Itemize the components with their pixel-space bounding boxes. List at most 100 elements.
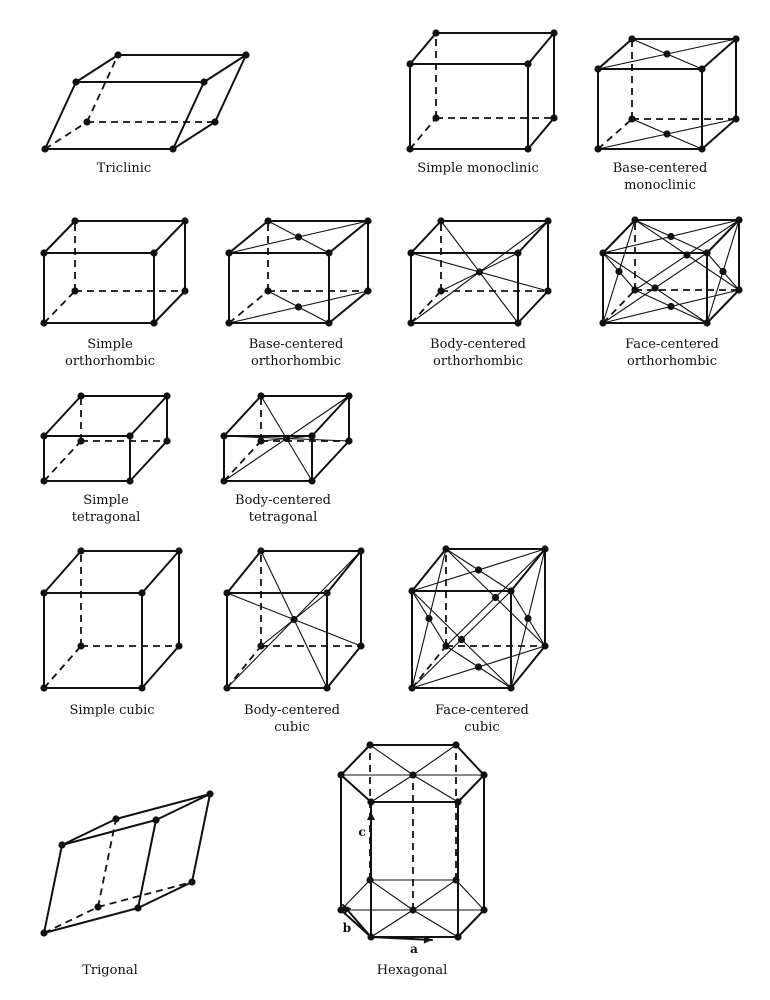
- lattice-label: cubic: [274, 720, 309, 735]
- lattice-point: [71, 287, 78, 294]
- edge-line: [154, 291, 185, 323]
- lattice-trigonal: Trigonal: [40, 790, 213, 978]
- axis-label-a: a: [410, 942, 418, 956]
- edge-line: [410, 33, 436, 64]
- lattice-point: [651, 284, 658, 291]
- lattice-point: [175, 547, 182, 554]
- lattice-point: [206, 790, 213, 797]
- lattice-point: [409, 771, 416, 778]
- lattice-point: [77, 642, 84, 649]
- lattice-point: [58, 841, 65, 848]
- lattice-point: [432, 114, 439, 121]
- edge-line: [192, 794, 210, 882]
- lattice-point: [114, 51, 121, 58]
- edge-line: [518, 291, 548, 323]
- lattice-point: [175, 642, 182, 649]
- lattice-point: [337, 771, 344, 778]
- lattice-point: [40, 589, 47, 596]
- lattice-label: Simple: [87, 337, 133, 352]
- lattice-label: Body-centered: [244, 703, 340, 718]
- lattice-point: [77, 547, 84, 554]
- lattice-point: [458, 636, 465, 643]
- lattice-label: tetragonal: [72, 510, 141, 525]
- lattice-point: [40, 432, 47, 439]
- lattice-point: [524, 60, 531, 67]
- edge-line: [76, 55, 118, 82]
- hidden-edge: [44, 646, 81, 688]
- arrowhead-icon: [367, 812, 375, 820]
- lattice-label: orthorhombic: [433, 354, 523, 369]
- lattice-point: [40, 477, 47, 484]
- lattice-point: [283, 435, 290, 442]
- lattice-point: [425, 615, 432, 622]
- lattice-point: [152, 816, 159, 823]
- lattice-point: [663, 50, 670, 57]
- back-edge: [341, 880, 370, 910]
- hexagonal-axes: abc: [343, 812, 432, 956]
- lattice-point: [683, 251, 690, 258]
- lattice-point: [367, 798, 374, 805]
- edge-line: [528, 118, 554, 149]
- lattice-label: Trigonal: [82, 963, 137, 978]
- center-spoke: [413, 880, 456, 910]
- center-spoke: [413, 775, 458, 802]
- lattice-point: [138, 589, 145, 596]
- lattice-point: [475, 566, 482, 573]
- lattice-point: [72, 78, 79, 85]
- lattice-point: [295, 303, 302, 310]
- center-spoke: [370, 745, 413, 775]
- lattice-point: [211, 118, 218, 125]
- lattice-label: Simple monoclinic: [417, 161, 538, 176]
- edge-line: [116, 794, 210, 819]
- lattice-point: [138, 684, 145, 691]
- lattice-label: Triclinic: [97, 161, 151, 176]
- face-diagonal: [598, 134, 667, 149]
- lattice-label: Base-centered: [249, 337, 344, 352]
- lattice-face-centered-cubic: Face-centeredcubic: [408, 545, 548, 735]
- face-diagonal: [299, 307, 330, 323]
- lattice-triclinic: Triclinic: [41, 51, 249, 176]
- edge-line: [312, 441, 349, 481]
- lattice-point: [452, 741, 459, 748]
- edge-line: [142, 646, 179, 688]
- lattice-point: [524, 615, 531, 622]
- edge-line: [62, 820, 156, 845]
- hidden-edge: [411, 291, 441, 323]
- hidden-edge: [227, 646, 261, 688]
- lattice-body-centered-orthorhombic: Body-centeredorthorhombic: [407, 217, 551, 369]
- lattice-point: [242, 51, 249, 58]
- lattice-point: [40, 684, 47, 691]
- lattice-simple-monoclinic: Simple monoclinic: [406, 29, 557, 176]
- lattice-point: [40, 249, 47, 256]
- lattice-point: [550, 29, 557, 36]
- lattice-label: Body-centered: [235, 493, 331, 508]
- lattice-point: [150, 319, 157, 326]
- lattice-point: [480, 906, 487, 913]
- edge-line: [327, 646, 361, 688]
- edge-line: [44, 221, 75, 253]
- lattice-point: [406, 60, 413, 67]
- edge-line: [312, 396, 349, 436]
- face-diagonal: [667, 39, 736, 54]
- edge-line: [44, 908, 138, 933]
- edge-line: [528, 33, 554, 64]
- face-diagonal: [268, 221, 299, 237]
- lattice-simple-cubic: Simple cubic: [40, 547, 182, 718]
- edge-line: [227, 551, 261, 593]
- lattice-point: [452, 876, 459, 883]
- lattice-label: monoclinic: [624, 178, 696, 193]
- center-spoke: [370, 880, 413, 910]
- lattice-point: [550, 114, 557, 121]
- lattice-label: Simple cubic: [69, 703, 154, 718]
- hidden-edge: [598, 119, 632, 149]
- lattice-point: [94, 903, 101, 910]
- edge-line: [44, 551, 81, 593]
- lattice-point: [406, 145, 413, 152]
- lattice-point: [337, 906, 344, 913]
- lattice-label: Face-centered: [625, 337, 719, 352]
- lattice-point: [667, 233, 674, 240]
- lattice-point: [200, 78, 207, 85]
